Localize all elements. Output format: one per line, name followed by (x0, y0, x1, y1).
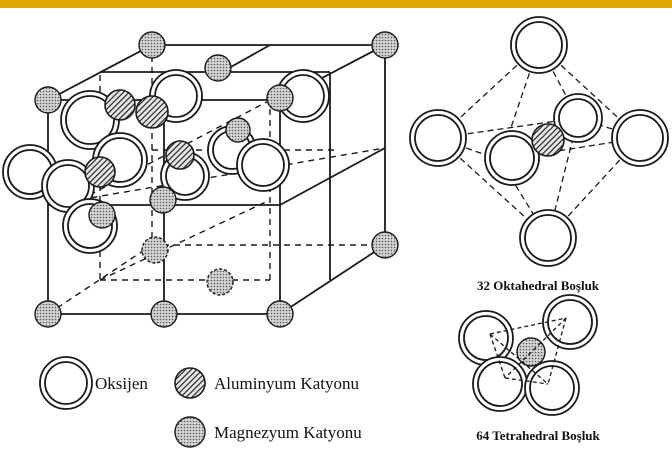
aluminum-ion (165, 140, 195, 170)
magnesium-ion (516, 337, 546, 367)
legend-item-aluminum: Aluminyum Katyonu (174, 367, 359, 399)
magnesium-ion (206, 268, 234, 296)
magnesium-ion (141, 236, 169, 264)
aluminum-ion (135, 95, 169, 129)
legend-aluminum-label: Aluminyum Katyonu (214, 374, 359, 393)
oxygen-ion (542, 294, 598, 350)
legend-oxygen-label: Oksijen (95, 374, 148, 393)
aluminum-ion (104, 89, 136, 121)
tetrahedral-edges (489, 317, 567, 385)
magnesium-ions (34, 31, 399, 328)
oxygen-ion (510, 16, 568, 74)
tetrahedral-void: 64 Tetrahedral Boşluk (458, 294, 601, 443)
aluminum-ion (84, 156, 116, 188)
accent-bar (0, 0, 672, 8)
magnesium-ion (204, 54, 232, 82)
magnesium-ion (88, 201, 116, 229)
magnesium-ion (34, 300, 62, 328)
magnesium-ion (371, 31, 399, 59)
aluminum-ion (531, 123, 565, 157)
magnesium-ion (266, 84, 294, 112)
legend: Oksijen Aluminyum Katyonu Magnezyum Katy… (39, 356, 362, 448)
legend-magnesium-label: Magnezyum Katyonu (214, 423, 362, 442)
magnesium-ion (149, 186, 177, 214)
oxygen-ion (553, 93, 603, 143)
magnesium-ion (371, 231, 399, 259)
aluminum-symbol (174, 367, 206, 399)
magnesium-ion (266, 300, 294, 328)
magnesium-symbol (174, 416, 206, 448)
oxygen-ion (62, 198, 118, 254)
magnesium-ion (150, 300, 178, 328)
oxygen-ion (458, 310, 514, 366)
oxygen-ion (236, 138, 290, 192)
oxygen-ion (524, 360, 580, 416)
oxygen-ion (484, 130, 540, 186)
magnesium-ion (34, 86, 62, 114)
magnesium-ion (138, 31, 166, 59)
oxygen-ion (611, 109, 669, 167)
oxygen-ion (472, 356, 528, 412)
oxygen-ion (409, 109, 467, 167)
octahedral-caption: 32 Oktahedral Boşluk (477, 278, 600, 293)
legend-item-magnesium: Magnezyum Katyonu (174, 416, 362, 448)
oxygen-symbol (39, 356, 93, 410)
tetrahedral-caption: 64 Tetrahedral Boşluk (476, 428, 600, 443)
oxygen-ion (41, 159, 95, 213)
octahedral-void: 32 Oktahedral Boşluk (409, 16, 669, 293)
legend-item-oxygen: Oksijen (39, 356, 148, 410)
oxygen-ion (519, 209, 577, 267)
magnesium-ion (225, 117, 251, 143)
aluminum-ions (84, 89, 195, 188)
